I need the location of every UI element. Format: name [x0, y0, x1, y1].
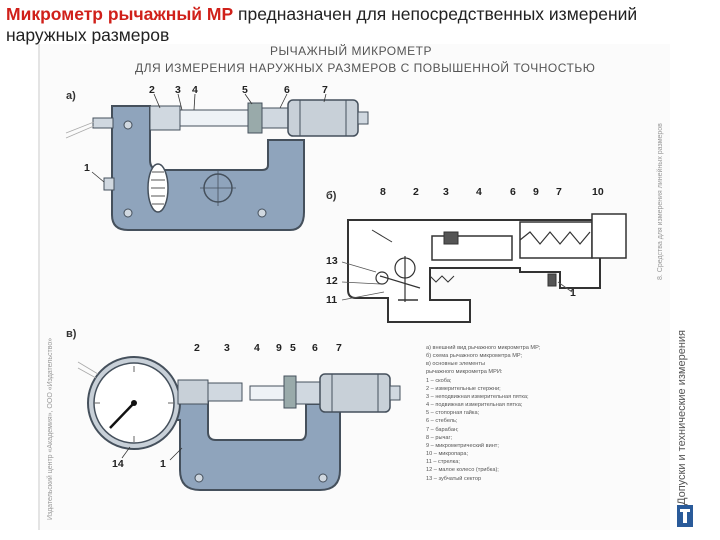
- micrometer-view-v: [77, 356, 401, 491]
- parts-legend: а) внешний вид рычажного микрометра МР; …: [426, 344, 626, 483]
- part-label-v: 9: [276, 342, 282, 354]
- section-v-label: в): [66, 328, 77, 340]
- legend-item: 11 – стрелка;: [426, 459, 460, 466]
- part-label-a: 3: [175, 84, 181, 96]
- part-label-a: 2: [149, 84, 155, 96]
- part-label-b: 2: [413, 186, 419, 198]
- part-label-a: 7: [322, 84, 328, 96]
- legend-item: рычажного микрометра МРИ:: [426, 369, 503, 376]
- part-label-b: 12: [326, 275, 338, 287]
- section-a-label: а): [66, 90, 76, 102]
- part-label-a: 6: [284, 84, 290, 96]
- legend-item: 8 – рычаг;: [426, 434, 453, 441]
- legend-item: 4 – подвижная измерительная пятка;: [426, 402, 523, 409]
- legend-item: 9 – микрометрический винт;: [426, 442, 499, 449]
- leader-lines: [91, 93, 327, 183]
- micrometer-view-a: [65, 99, 369, 231]
- plate-title-line2: ДЛЯ ИЗМЕРЕНИЯ НАРУЖНЫХ РАЗМЕРОВ С ПОВЫШЕ…: [135, 61, 596, 75]
- legend-item: 1 – скоба;: [426, 377, 452, 384]
- part-label-v: 1: [160, 458, 166, 470]
- plate-title-line1: РЫЧАЖНЫЙ МИКРОМЕТР: [270, 44, 432, 58]
- legend-item: 13 – зубчатый сектор: [426, 475, 482, 482]
- legend-item: 6 – стебель;: [426, 418, 458, 425]
- part-label-v: 6: [312, 342, 318, 354]
- part-label-b: 13: [326, 255, 338, 267]
- part-label-v: 5: [290, 342, 296, 354]
- slide-heading: Микрометр рычажный МР предназначен для н…: [6, 4, 712, 46]
- section-b-label: б): [326, 190, 337, 202]
- heading-text: предназначен для непосредственных измере…: [6, 4, 638, 45]
- part-label-v: 14: [112, 458, 124, 470]
- legend-item: 5 – стопорная гайка;: [426, 410, 480, 417]
- legend-item: б) схема рычажного микрометра МР;: [426, 353, 523, 360]
- part-label-b: 4: [476, 186, 482, 198]
- part-label-b: 3: [443, 186, 449, 198]
- legend-item: 7 – барабан;: [426, 426, 459, 433]
- part-label-b: 9: [533, 186, 539, 198]
- legend-item: 10 – микропара;: [426, 451, 468, 458]
- part-label-a: 1: [84, 162, 90, 174]
- part-label-b: 6: [510, 186, 516, 198]
- part-label-b: 10: [592, 186, 604, 198]
- part-label-v: 4: [254, 342, 260, 354]
- part-label-a: 5: [242, 84, 248, 96]
- part-label-b: 7: [556, 186, 562, 198]
- part-label-a: 4: [192, 84, 198, 96]
- heading-highlight: Микрометр рычажный МР: [6, 4, 234, 24]
- part-label-b: 8: [380, 186, 386, 198]
- legend-item: в) основные элементы: [426, 361, 485, 368]
- part-label-v: 2: [194, 342, 200, 354]
- part-label-v: 7: [336, 342, 342, 354]
- part-label-b: 11: [326, 294, 338, 306]
- legend-item: 12 – малое колесо (трибка);: [426, 467, 499, 474]
- legend-item: а) внешний вид рычажного микрометра МР;: [426, 345, 541, 351]
- frame-v: [161, 391, 341, 491]
- legend-item: 2 – измерительные стержни;: [426, 385, 501, 392]
- publisher-logo-icon: [677, 505, 693, 527]
- legend-item: 3 – неподвижная измерительная пятка;: [426, 393, 529, 400]
- micrometer-scheme-b: [341, 213, 627, 323]
- part-label-v: 3: [224, 342, 230, 354]
- part-label-b: 1: [570, 287, 576, 299]
